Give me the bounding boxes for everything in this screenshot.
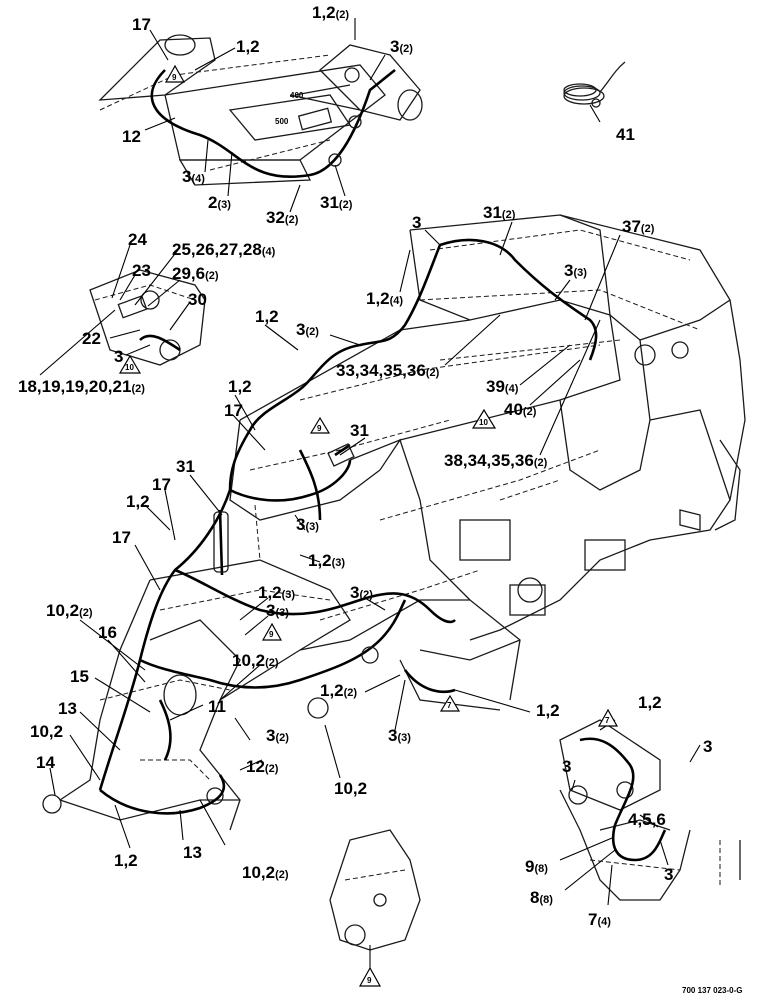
callout: 31 bbox=[176, 457, 195, 476]
callout: 3(3) bbox=[266, 601, 289, 620]
callout: 1,2(2) bbox=[312, 3, 349, 22]
reference-triangle-label: 10 bbox=[479, 418, 488, 427]
callout: 10,2(2) bbox=[232, 651, 279, 670]
callout: 13 bbox=[58, 699, 77, 718]
callout: 40(2) bbox=[504, 400, 537, 419]
callout: 1,2 bbox=[126, 492, 150, 511]
callout: 17 bbox=[152, 475, 171, 494]
reference-triangle-label: 9 bbox=[317, 424, 322, 433]
reference-triangle: 9 bbox=[309, 416, 331, 434]
reference-triangle-label: 9 bbox=[172, 73, 177, 82]
callout: 3(4) bbox=[182, 167, 205, 186]
callout: 3(3) bbox=[388, 726, 411, 745]
callout: 31(2) bbox=[320, 193, 353, 212]
callout: 1,2 bbox=[255, 307, 279, 326]
callout: 2(3) bbox=[208, 193, 231, 212]
callout: 17 bbox=[112, 528, 131, 547]
left-sub-assembly-drawing bbox=[89, 269, 206, 366]
callout: 1,2(2) bbox=[320, 681, 357, 700]
callout: 3(3) bbox=[296, 515, 319, 534]
top-assembly-drawing bbox=[98, 34, 423, 186]
callout: 29,6(2) bbox=[172, 264, 219, 283]
callout: 12(2) bbox=[246, 757, 279, 776]
callout: 1,2(3) bbox=[308, 551, 345, 570]
callout: 24 bbox=[128, 230, 147, 249]
drawing-number: 700 137 023-0-G bbox=[682, 986, 743, 995]
callout: 13 bbox=[183, 843, 202, 862]
callout: 1,2 bbox=[236, 37, 260, 56]
callout: 14 bbox=[36, 753, 55, 772]
callout: 18,19,19,20,21(2) bbox=[18, 377, 145, 396]
callout: 10,2(2) bbox=[46, 601, 93, 620]
reference-triangle-label: 7 bbox=[605, 716, 610, 725]
reference-triangle: 7 bbox=[597, 708, 619, 727]
cable-coil-part-41 bbox=[563, 61, 626, 108]
callout: 15 bbox=[70, 667, 89, 686]
reference-triangle-label: 10 bbox=[125, 363, 134, 372]
callout: 9(8) bbox=[525, 857, 548, 876]
callout: 3 bbox=[664, 865, 673, 884]
reference-triangle: 7 bbox=[439, 694, 461, 712]
callout: 17 bbox=[224, 401, 243, 420]
dimension-label-400: 400 bbox=[290, 91, 304, 100]
callout: 31(2) bbox=[483, 203, 516, 222]
callout: 38,34,35,36(2) bbox=[444, 451, 548, 470]
reference-triangle-label: 7 bbox=[447, 701, 452, 710]
callout: 1,2 bbox=[638, 693, 662, 712]
reference-triangle: 9 bbox=[261, 622, 283, 641]
callout: 1,2 bbox=[536, 701, 560, 720]
callout: 3 bbox=[114, 347, 123, 366]
callout: 3(3) bbox=[564, 261, 587, 280]
callout: 3(2) bbox=[390, 37, 413, 56]
callout: 33,34,35,36(2) bbox=[336, 361, 440, 380]
callout: 3 bbox=[703, 737, 712, 756]
callout: 1,2 bbox=[228, 377, 252, 396]
main-frame-drawing bbox=[42, 214, 746, 831]
reference-triangle: 9 bbox=[164, 64, 186, 83]
dimension-label-500: 500 bbox=[275, 117, 289, 126]
callout: 12 bbox=[122, 127, 141, 146]
callout: 39(4) bbox=[486, 377, 519, 396]
main-wire-harness bbox=[98, 238, 598, 815]
callout: 3(2) bbox=[350, 583, 373, 602]
callout: 16 bbox=[98, 623, 117, 642]
reference-triangle: 10 bbox=[471, 408, 497, 429]
callout: 8(8) bbox=[530, 888, 553, 907]
reference-triangle: 10 bbox=[118, 354, 142, 374]
callout: 31 bbox=[350, 421, 369, 440]
callout: 23 bbox=[132, 261, 151, 280]
bottom-inset-drawing bbox=[329, 829, 421, 968]
callout: 30 bbox=[188, 290, 207, 309]
reference-triangle-label: 9 bbox=[269, 630, 274, 639]
callout: 3 bbox=[412, 213, 421, 232]
callout: 1,2(3) bbox=[258, 583, 295, 602]
callout: 22 bbox=[82, 329, 101, 348]
callout: 1,2(4) bbox=[366, 289, 403, 308]
callout: 4,5,6 bbox=[628, 810, 666, 829]
callout: 10,2(2) bbox=[242, 863, 289, 882]
callout: 37(2) bbox=[622, 217, 655, 236]
callout: 25,26,27,28(4) bbox=[172, 240, 276, 259]
callout: 3 bbox=[562, 757, 571, 776]
leader-lines bbox=[39, 18, 701, 906]
callout: 3(2) bbox=[266, 726, 289, 745]
callout: 3(2) bbox=[296, 320, 319, 339]
callout: 10,2 bbox=[30, 722, 63, 741]
callout: 1,2 bbox=[114, 851, 138, 870]
callout: 41 bbox=[616, 125, 635, 144]
callout: 32(2) bbox=[266, 208, 299, 227]
reference-triangle: 9 bbox=[358, 966, 382, 987]
reference-triangle-label: 9 bbox=[367, 976, 372, 985]
callout: 7(4) bbox=[588, 910, 611, 929]
callout: 17 bbox=[132, 15, 151, 34]
callout: 11 bbox=[208, 697, 226, 716]
callout: 10,2 bbox=[334, 779, 367, 798]
